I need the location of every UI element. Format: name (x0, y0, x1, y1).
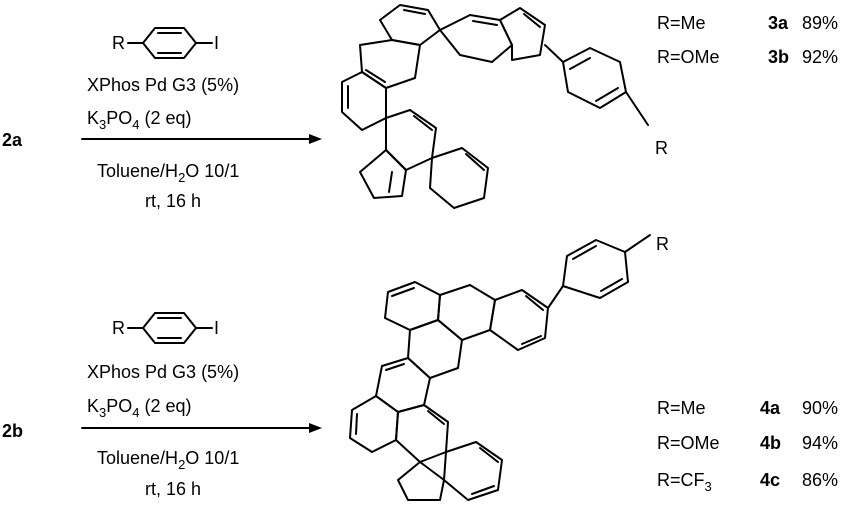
catalyst-label: XPhos Pd G3 (5%) (87, 75, 239, 95)
yield-value: 94% (802, 433, 838, 453)
yield-value: 90% (802, 398, 838, 418)
substituent-label: R=Me (657, 13, 706, 33)
yield-value: 92% (802, 47, 838, 67)
reaction-arrow (81, 423, 322, 433)
reaction-1: 2a R I XPhos Pd G3 (5%) K3PO4 (2 eq) Tol… (2, 4, 838, 211)
conditions-label: rt, 16 h (145, 191, 201, 211)
reagent-r-label: R (112, 33, 125, 53)
aryl-iodide-reagent: R I (112, 27, 219, 59)
conditions-label: rt, 16 h (145, 479, 201, 499)
compound-id: 4c (760, 470, 780, 490)
reagent-r-label: R (112, 318, 125, 338)
compound-id: 3a (768, 13, 789, 33)
substituent-label: R=CF3 (657, 470, 712, 494)
product-r-label: R (655, 138, 668, 158)
starting-material-label: 2b (2, 421, 23, 441)
substituent-label: R=OMe (657, 433, 720, 453)
reaction-arrow (81, 134, 322, 144)
product-table-2: R=Me 4a 90% R=OMe 4b 94% R=CF3 4c 86% (657, 398, 838, 494)
yield-value: 86% (802, 470, 838, 490)
reaction-2: 2b R I XPhos Pd G3 (5%) K3PO4 (2 eq) Tol… (2, 234, 838, 501)
base-label: K3PO4 (2 eq) (87, 396, 192, 420)
substituent-label: R=OMe (657, 47, 720, 67)
solvent-label: Toluene/H2O 10/1 (97, 448, 239, 472)
product-table-1: R=Me 3a 89% R=OMe 3b 92% (657, 13, 838, 67)
product-structure-3: R (341, 4, 668, 209)
reagent-iodine-label: I (214, 318, 219, 338)
catalyst-label: XPhos Pd G3 (5%) (87, 362, 239, 382)
reagent-iodine-label: I (214, 33, 219, 53)
compound-id: 4a (760, 398, 781, 418)
product-r-label: R (656, 234, 669, 254)
product-structure-4: R (349, 234, 669, 501)
substituent-label: R=Me (657, 398, 706, 418)
yield-value: 89% (802, 13, 838, 33)
compound-id: 4b (760, 433, 781, 453)
starting-material-label: 2a (2, 130, 23, 150)
solvent-label: Toluene/H2O 10/1 (97, 161, 239, 185)
aryl-iodide-reagent: R I (112, 312, 219, 344)
base-label: K3PO4 (2 eq) (87, 108, 192, 132)
compound-id: 3b (768, 47, 789, 67)
